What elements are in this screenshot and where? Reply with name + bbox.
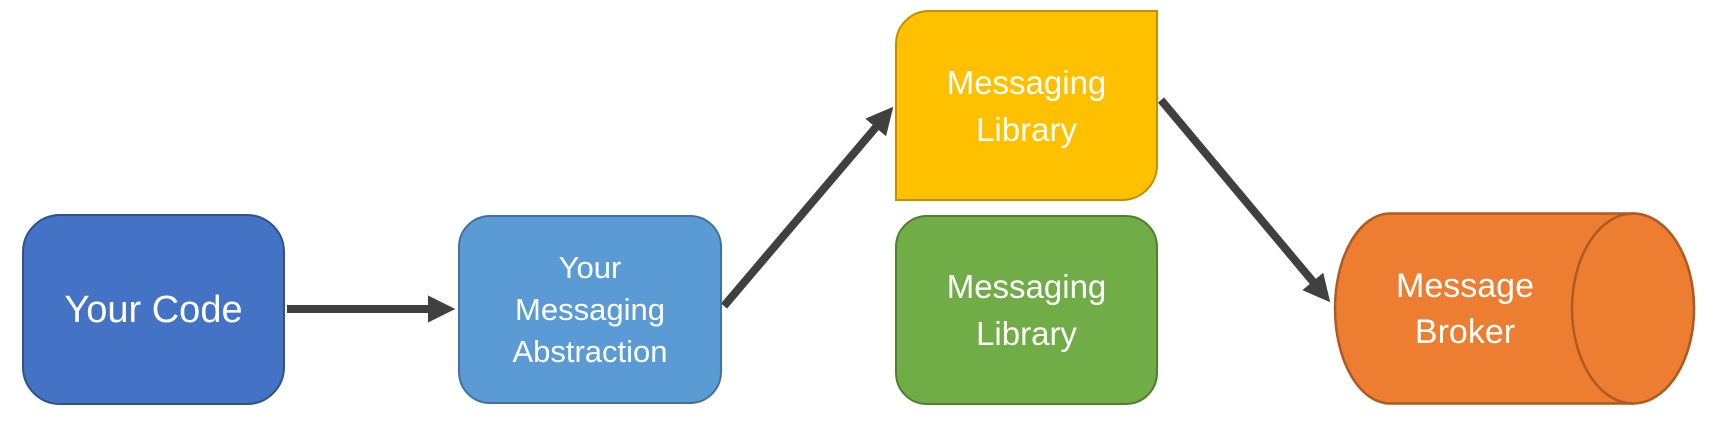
node-abstraction-label-line1: Your xyxy=(558,249,622,285)
arrow-library-to-broker xyxy=(1157,97,1331,303)
node-abstraction-label-line3: Abstraction xyxy=(512,333,668,369)
node-your-code: Your Code xyxy=(22,214,285,405)
node-library-top-label-line2: Library xyxy=(976,110,1077,148)
node-your-messaging-abstraction: Your Messaging Abstraction xyxy=(458,215,722,404)
message-broker-cylinder xyxy=(1333,212,1696,405)
node-messaging-library-green: Messaging Library xyxy=(895,215,1158,405)
node-messaging-library-yellow: Messaging Library xyxy=(895,10,1158,201)
cylinder-end-cap xyxy=(1570,212,1696,405)
node-abstraction-label-line2: Messaging xyxy=(515,291,665,327)
node-library-bottom-label-line1: Messaging xyxy=(946,268,1107,305)
node-broker-label-line2: Broker xyxy=(1414,312,1516,351)
node-your-code-label: Your Code xyxy=(64,288,243,331)
node-library-bottom-label-line2: Library xyxy=(976,315,1077,352)
arrow-abstraction-to-library xyxy=(720,106,894,309)
node-message-broker-label: Message Broker xyxy=(1345,213,1585,404)
node-library-top-label-line1: Messaging xyxy=(946,63,1107,101)
node-broker-label-line1: Message xyxy=(1396,266,1534,305)
